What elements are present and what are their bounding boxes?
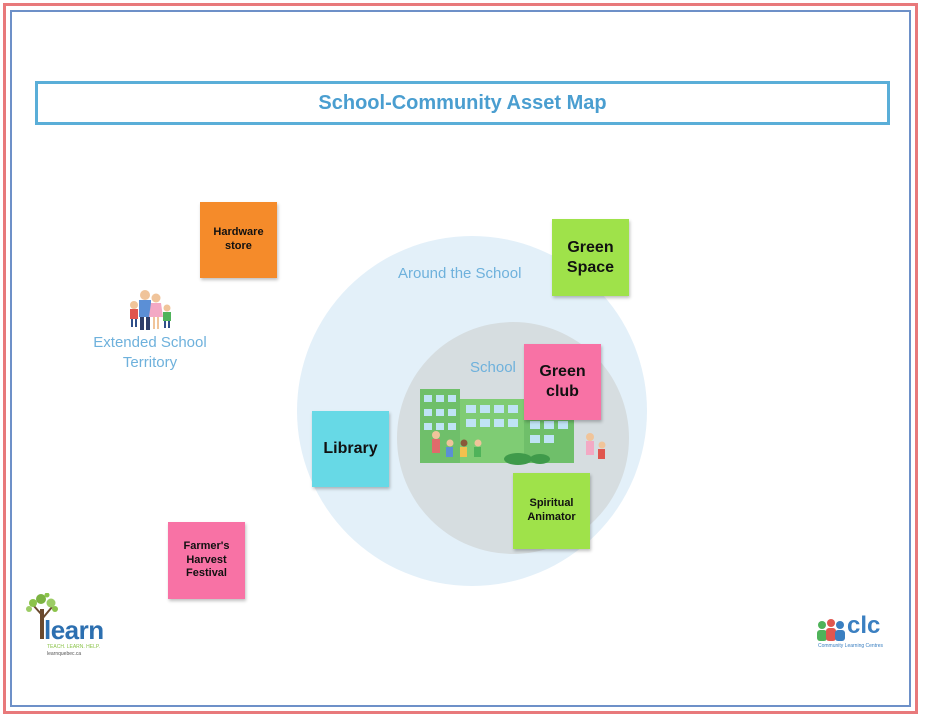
note-spiritual-animator: Spiritual Animator: [513, 473, 590, 549]
family-icon: [130, 290, 171, 330]
note-library-line1: Library: [323, 440, 378, 457]
note-hardware-line1: Hardware: [213, 226, 264, 239]
note-green-space: Green Space: [552, 219, 629, 296]
inner-frame: [10, 10, 911, 707]
note-green-space-line1: Green: [567, 238, 614, 256]
people-icon: [817, 619, 845, 641]
note-farmers-line3: Festival: [186, 567, 227, 580]
note-green-club: Green club: [524, 344, 601, 420]
learn-wordmark: learn: [44, 615, 104, 645]
clc-logo: clc Community Learning Centres: [816, 614, 888, 650]
note-green-club-line1: Green: [539, 363, 586, 380]
note-spiritual-line2: Animator: [527, 511, 576, 523]
note-spiritual-line1: Spiritual: [529, 497, 574, 510]
note-farmers-line1: Farmer's: [183, 539, 230, 552]
page-title: School-Community Asset Map: [318, 91, 607, 114]
clc-wordmark: clc: [847, 612, 881, 639]
extended-territory-label: Extended School Territory: [84, 333, 216, 374]
note-hardware-line2: store: [225, 240, 252, 252]
note-farmers-harvest-festival: Farmer's Harvest Festival: [168, 522, 245, 599]
note-green-club-line2: club: [546, 383, 579, 400]
tree-icon: [26, 593, 58, 639]
note-library: Library: [312, 411, 389, 487]
learn-logo: learn TEACH. LEARN. HELP. learnquebec.ca: [25, 593, 120, 663]
note-farmers-line2: Harvest: [186, 553, 227, 566]
school-label: School: [470, 359, 516, 376]
around-school-label: Around the School: [398, 265, 522, 282]
extended-label-line2: Territory: [122, 354, 178, 372]
extended-label-line1: Extended School: [93, 334, 207, 351]
note-green-space-line2: Space: [566, 258, 615, 276]
learn-tagline: TEACH. LEARN. HELP.: [47, 644, 100, 650]
note-hardware-store: Hardware store: [200, 202, 277, 278]
title-box: School-Community Asset Map: [35, 81, 890, 125]
clc-tagline: Community Learning Centres: [818, 643, 884, 649]
school-building-icon: [420, 389, 606, 465]
learn-url: learnquebec.ca: [47, 651, 82, 657]
outer-frame: [3, 3, 918, 714]
